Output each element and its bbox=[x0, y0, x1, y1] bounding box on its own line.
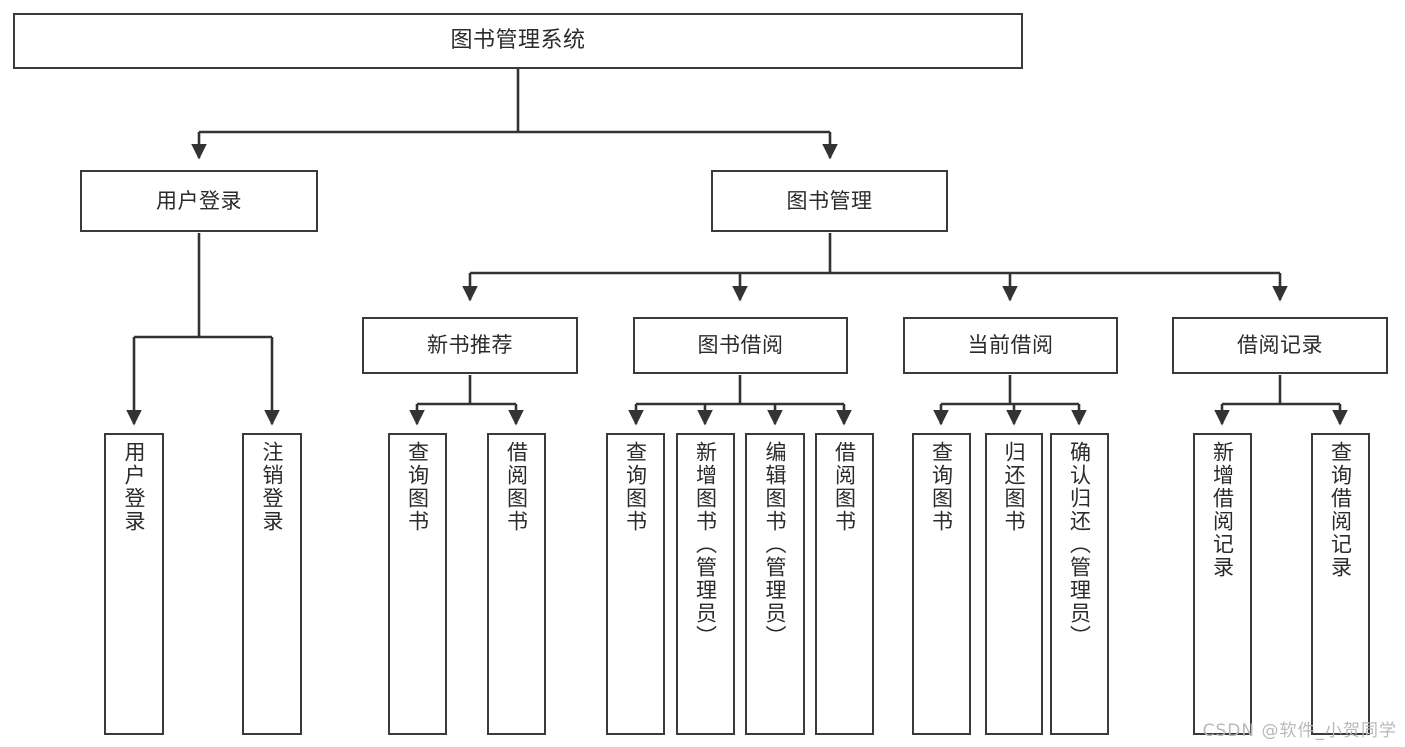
leaf-edit-book[interactable]: 编辑图书（管理员） bbox=[745, 433, 805, 735]
leaf-logout-login[interactable]: 注销登录 bbox=[242, 433, 302, 735]
node-book-borrow[interactable]: 图书借阅 bbox=[633, 317, 848, 374]
node-label: 查询图书 bbox=[623, 441, 648, 533]
leaf-query-book-recommend[interactable]: 查询图书 bbox=[388, 433, 447, 735]
node-label: 查询图书 bbox=[929, 441, 954, 533]
node-label: 借阅图书 bbox=[504, 441, 529, 533]
node-label: 图书管理 bbox=[786, 188, 873, 213]
node-current-borrow[interactable]: 当前借阅 bbox=[903, 317, 1118, 374]
node-label: 新增借阅记录 bbox=[1210, 441, 1235, 579]
node-user-login[interactable]: 用户登录 bbox=[80, 170, 318, 232]
leaf-add-book[interactable]: 新增图书（管理员） bbox=[676, 433, 735, 735]
watermark-text: CSDN @软件_小贺同学 bbox=[1202, 721, 1397, 741]
node-label: 用户登录 bbox=[156, 188, 242, 213]
node-label: 查询图书 bbox=[405, 441, 430, 533]
node-label: 借阅记录 bbox=[1237, 333, 1323, 358]
leaf-query-book-borrow[interactable]: 查询图书 bbox=[606, 433, 665, 735]
leaf-borrow-book[interactable]: 借阅图书 bbox=[815, 433, 874, 735]
node-label: 新书推荐 bbox=[427, 333, 513, 358]
leaf-add-borrow-record[interactable]: 新增借阅记录 bbox=[1193, 433, 1252, 735]
leaf-query-borrow-record[interactable]: 查询借阅记录 bbox=[1311, 433, 1370, 735]
node-label: 编辑图书（管理员） bbox=[763, 441, 788, 648]
node-label: 图书借阅 bbox=[697, 333, 784, 358]
node-label: 借阅图书 bbox=[832, 441, 857, 533]
node-label: 归还图书 bbox=[1002, 441, 1027, 533]
node-borrow-record[interactable]: 借阅记录 bbox=[1172, 317, 1388, 374]
node-label: 确认归还（管理员） bbox=[1067, 441, 1092, 648]
node-book-management[interactable]: 图书管理 bbox=[711, 170, 948, 232]
leaf-return-book[interactable]: 归还图书 bbox=[985, 433, 1043, 735]
leaf-confirm-return[interactable]: 确认归还（管理员） bbox=[1050, 433, 1109, 735]
node-label: 查询借阅记录 bbox=[1328, 441, 1353, 579]
node-label: 用户登录 bbox=[122, 441, 147, 533]
node-label: 注销登录 bbox=[260, 441, 285, 533]
leaf-query-book-current[interactable]: 查询图书 bbox=[912, 433, 971, 735]
node-label: 当前借阅 bbox=[967, 333, 1054, 358]
leaf-user-login[interactable]: 用户登录 bbox=[104, 433, 164, 735]
leaf-borrow-book-recommend[interactable]: 借阅图书 bbox=[487, 433, 546, 735]
node-label: 图书管理系统 bbox=[450, 28, 586, 54]
node-root-system[interactable]: 图书管理系统 bbox=[13, 13, 1023, 69]
node-new-book-recommend[interactable]: 新书推荐 bbox=[362, 317, 578, 374]
node-label: 新增图书（管理员） bbox=[693, 441, 718, 648]
